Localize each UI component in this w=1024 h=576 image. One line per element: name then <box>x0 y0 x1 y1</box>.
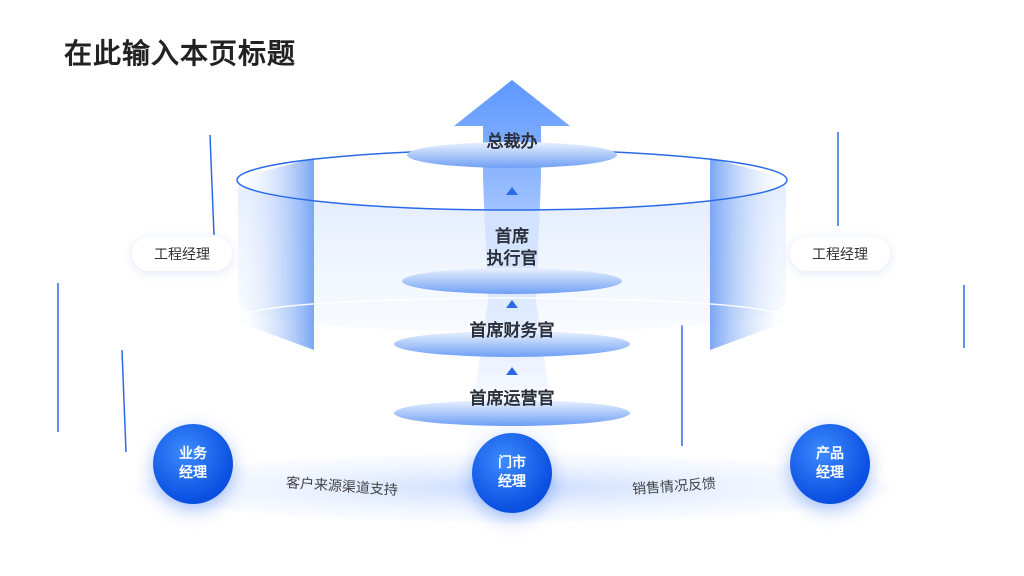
caret-up-icon <box>506 300 518 308</box>
level-ceo-line1: 首席 <box>495 227 529 247</box>
cylinder-band <box>238 178 786 332</box>
decorative-lines <box>57 132 965 453</box>
level-ceo-line2: 执行官 <box>486 249 538 269</box>
level-ceo: 首席 执行官 <box>452 226 572 270</box>
caret-up-icon <box>506 187 518 195</box>
manager-store-line1: 门市 <box>498 455 526 471</box>
caret-up-icon <box>506 367 518 375</box>
disk-ceo <box>402 268 622 294</box>
manager-business: 业务 经理 <box>153 424 233 504</box>
side-label-left: 工程经理 <box>132 237 232 271</box>
level-coo: 首席运营官 <box>469 389 555 409</box>
disk-top <box>407 142 617 168</box>
cylinder-wall-right <box>710 158 786 350</box>
level-cfo: 首席财务官 <box>469 321 555 341</box>
level-top: 总裁办 <box>486 132 538 152</box>
manager-store: 门市 经理 <box>472 433 552 513</box>
manager-store-line2: 经理 <box>498 474 526 490</box>
disk-cfo <box>394 331 630 357</box>
cylinder-wall-left <box>238 158 314 350</box>
side-label-right: 工程经理 <box>790 237 890 271</box>
manager-business-line1: 业务 <box>179 446 207 462</box>
manager-business-line2: 经理 <box>179 465 207 481</box>
page-title: 在此输入本页标题 <box>64 37 297 70</box>
manager-product: 产品 经理 <box>790 424 870 504</box>
manager-product-line2: 经理 <box>816 465 844 481</box>
manager-product-line1: 产品 <box>816 446 844 462</box>
disk-coo <box>394 400 630 426</box>
